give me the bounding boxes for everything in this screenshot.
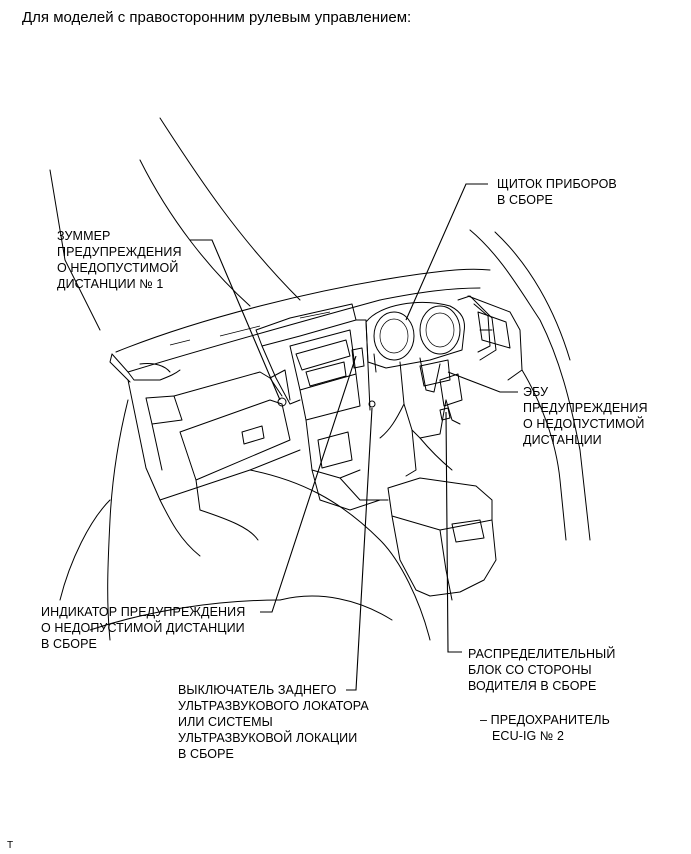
leader-ecu <box>447 371 518 393</box>
glovebox-area <box>59 369 301 641</box>
label-junction-block: РАСПРЕДЕЛИТЕЛЬНЫЙ БЛОК СО СТОРОНЫ ВОДИТЕ… <box>468 647 616 693</box>
driver-side-door <box>467 295 567 541</box>
leader-lines <box>190 183 518 691</box>
label-instrument-cluster: ЩИТОК ПРИБОРОВ В СБОРЕ <box>497 177 617 207</box>
steering-column <box>379 357 463 477</box>
leader-junction <box>445 411 462 653</box>
leader-indicator <box>260 355 357 613</box>
page-id: T <box>7 840 14 851</box>
label-indicator: ИНДИКАТОР ПРЕДУПРЕЖДЕНИЯ О НЕДОПУСТИМОЙ … <box>41 605 246 651</box>
page-title: Для моделей с правосторонним рулевым упр… <box>22 9 412 26</box>
label-ecu: ЭБУ ПРЕДУПРЕЖДЕНИЯ О НЕДОПУСТИМОЙ ДИСТАН… <box>523 385 648 447</box>
label-switch: ВЫКЛЮЧАТЕЛЬ ЗАДНЕГО УЛЬТРАЗВУКОВОГО ЛОКА… <box>178 683 369 761</box>
leader-switch <box>346 407 373 691</box>
windshield-outline <box>49 117 591 541</box>
leader-cluster <box>405 183 488 321</box>
instrument-cluster-drawing <box>365 295 497 373</box>
label-buzzer: ЗУММЕР ПРЕДУПРЕЖДЕНИЯ О НЕДОПУСТИМОЙ ДИС… <box>57 229 182 291</box>
dashboard-top <box>109 287 481 383</box>
center-console <box>255 303 381 511</box>
floor-console <box>249 469 497 641</box>
label-fuse: – ПРЕДОХРАНИТЕЛЬ ECU-IG № 2 <box>480 713 610 743</box>
leader-buzzer <box>190 239 281 401</box>
